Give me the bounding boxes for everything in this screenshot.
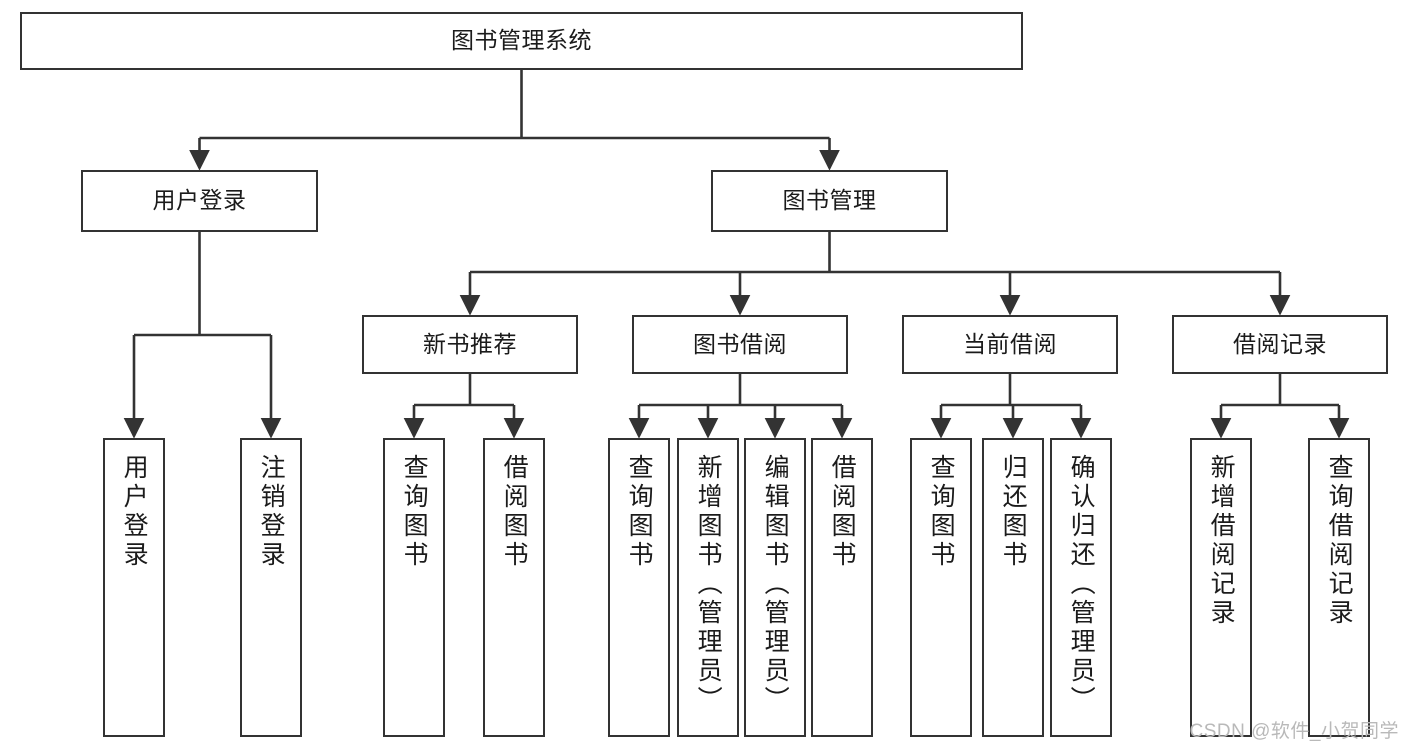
node-leaf-2[interactable]: 查询图书 [383,438,445,737]
node-label: 确认归还（管理员） [1067,454,1096,715]
node-label: 借阅图书 [500,454,529,570]
node-leaf-8[interactable]: 查询图书 [910,438,972,737]
node-tier3-1[interactable]: 图书借阅 [632,315,848,374]
node-leaf-4[interactable]: 查询图书 [608,438,670,737]
node-tier2-1[interactable]: 图书管理 [711,170,948,232]
node-label: 用户登录 [152,187,247,214]
node-label: 当前借阅 [963,330,1057,357]
node-leaf-1[interactable]: 注销登录 [240,438,302,737]
node-label: 新增图书（管理员） [694,454,723,715]
node-leaf-3[interactable]: 借阅图书 [483,438,545,737]
node-leaf-6[interactable]: 编辑图书（管理员） [744,438,806,737]
node-leaf-0[interactable]: 用户登录 [103,438,165,737]
node-root[interactable]: 图书管理系统 [20,12,1023,70]
node-tier3-3[interactable]: 借阅记录 [1172,315,1388,374]
node-leaf-9[interactable]: 归还图书 [982,438,1044,737]
node-label: 新增借阅记录 [1207,454,1236,628]
node-label: 查询图书 [927,454,956,570]
node-label: 借阅图书 [828,454,857,570]
node-label: 图书管理系统 [451,27,592,54]
node-label: 注销登录 [257,454,286,570]
node-tier2-0[interactable]: 用户登录 [81,170,318,232]
node-label: 新书推荐 [423,330,517,357]
node-leaf-5[interactable]: 新增图书（管理员） [677,438,739,737]
node-leaf-10[interactable]: 确认归还（管理员） [1050,438,1112,737]
node-label: 借阅记录 [1233,330,1327,357]
node-label: 查询图书 [625,454,654,570]
node-leaf-12[interactable]: 查询借阅记录 [1308,438,1370,737]
node-label: 图书借阅 [693,330,787,357]
node-label: 查询借阅记录 [1325,454,1354,628]
node-label: 图书管理 [782,187,877,214]
node-label: 用户登录 [120,454,149,570]
node-tier3-2[interactable]: 当前借阅 [902,315,1118,374]
watermark-text: CSDN @软件_小贺同学 [1189,721,1399,742]
node-tier3-0[interactable]: 新书推荐 [362,315,578,374]
node-label: 归还图书 [999,454,1028,570]
node-leaf-11[interactable]: 新增借阅记录 [1190,438,1252,737]
node-label: 查询图书 [400,454,429,570]
node-leaf-7[interactable]: 借阅图书 [811,438,873,737]
node-label: 编辑图书（管理员） [761,454,790,715]
